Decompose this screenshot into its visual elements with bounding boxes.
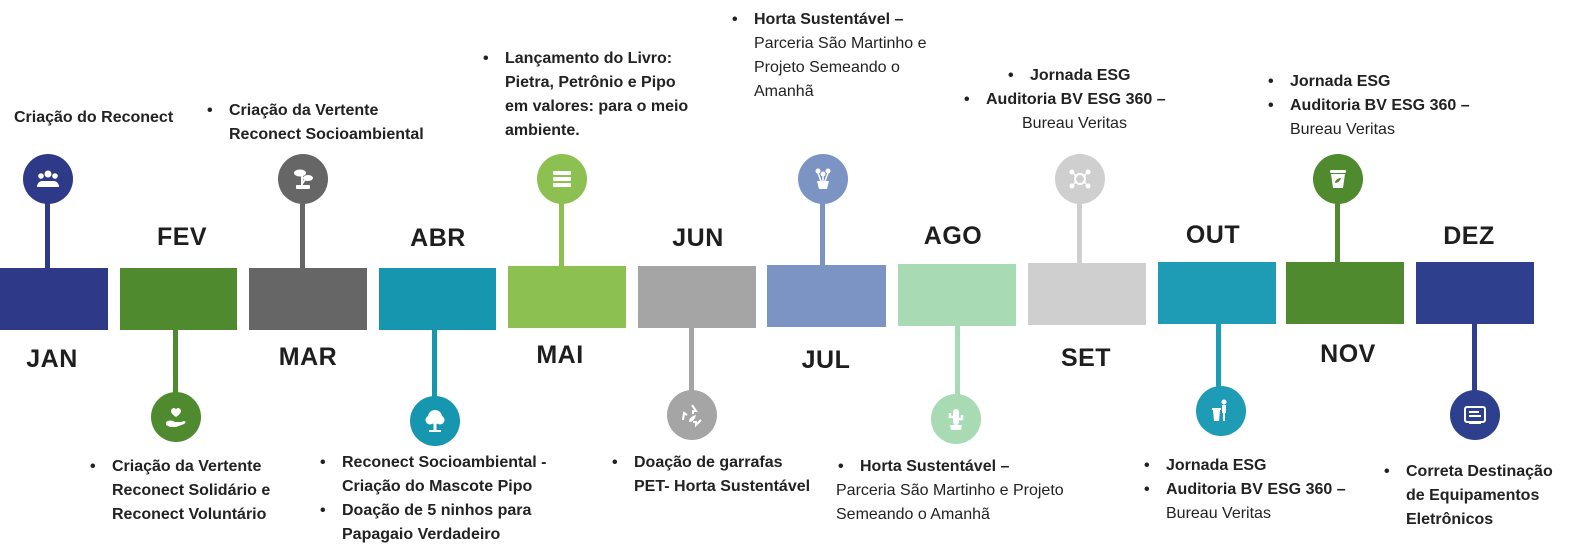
note-set-item-1: Jornada ESG (1006, 64, 1192, 88)
note-set-item-1-text: Jornada ESG (1030, 67, 1131, 84)
note-mar-item: Criação da Vertente Reconect Socioambien… (205, 99, 445, 147)
stem-ago (955, 326, 960, 398)
month-label-mar: MAR (278, 343, 338, 371)
stem-mar (300, 200, 305, 268)
note-abr: Reconect Socioambiental - Criação do Mas… (318, 451, 588, 547)
note-jul-item: Horta Sustentável – Parceria São Martinho… (730, 8, 960, 104)
band-jan (0, 268, 108, 330)
month-label-jun: JUN (672, 224, 724, 252)
note-nov-item-2-sub: Bureau Veritas (1290, 121, 1395, 138)
stem-dez (1472, 324, 1477, 394)
band-set (1028, 263, 1146, 325)
note-nov-item-2-text: Auditoria BV ESG 360 – (1290, 97, 1470, 114)
note-ago-item: Horta Sustentável – Parceria São Martinho… (836, 455, 1111, 527)
note-jun-line2-bold: Horta Sustentável (674, 478, 811, 495)
stem-fev (173, 330, 178, 400)
stem-jan (45, 200, 50, 268)
stem-jul (820, 200, 825, 265)
month-label-set: SET (1060, 344, 1112, 372)
band-ago (898, 264, 1016, 326)
note-out: Jornada ESG Auditoria BV ESG 360 – Bureau… (1142, 454, 1382, 526)
note-jul: Horta Sustentável – Parceria São Martinho… (730, 8, 960, 104)
note-set: Jornada ESG Auditoria BV ESG 360 – Bureau… (962, 64, 1192, 136)
note-jul-rest: Parceria São Martinho e Projeto Semeando… (754, 35, 927, 100)
note-mar: Criação da Vertente Reconect Socioambien… (205, 99, 445, 147)
note-nov-item-1: Jornada ESG (1266, 70, 1496, 94)
note-dez-item: Correta Destinação de Equipamentos Eletr… (1382, 460, 1572, 532)
network-icon (1055, 154, 1105, 204)
note-nov-item-2: Auditoria BV ESG 360 – Bureau Veritas (1266, 94, 1496, 142)
stem-out (1216, 324, 1221, 392)
stem-jun (689, 328, 694, 396)
month-label-fev: FEV (156, 223, 208, 251)
band-dez (1416, 262, 1534, 324)
note-mai-item: Lançamento do Livro: Pietra, Petrônio e … (481, 47, 691, 143)
note-jul-bold: Horta Sustentável – (754, 11, 904, 28)
band-nov (1286, 262, 1404, 324)
note-dez: Correta Destinação de Equipamentos Eletr… (1382, 460, 1572, 532)
note-fev-item: Criação da Vertente Reconect Solidário e… (88, 455, 293, 527)
note-fev: Criação da Vertente Reconect Solidário e… (88, 455, 293, 527)
stem-set (1077, 200, 1082, 263)
band-abr (379, 268, 496, 330)
person-trash-icon (1196, 386, 1246, 436)
stem-mai (559, 200, 564, 266)
note-set-item-2-sub: Bureau Veritas (1022, 115, 1127, 132)
bonsai-tree-icon (278, 154, 328, 204)
tree-icon (410, 396, 460, 446)
band-jun (638, 266, 756, 328)
month-label-out: OUT (1185, 221, 1241, 249)
note-set-item-2: Auditoria BV ESG 360 – Bureau Veritas (962, 88, 1192, 136)
flower-pot-icon (798, 154, 848, 204)
note-jan-text: Criação do Reconect (14, 109, 174, 126)
month-label-ago: AGO (923, 222, 983, 250)
band-mai (508, 266, 626, 328)
band-fev (120, 268, 237, 330)
note-ago: Horta Sustentável – Parceria São Martinho… (836, 455, 1111, 527)
people-group-icon (23, 154, 73, 204)
note-nov: Jornada ESG Auditoria BV ESG 360 – Bureau… (1266, 70, 1496, 142)
note-ago-rest: Parceria São Martinho e Projeto Semeando… (836, 482, 1064, 523)
cactus-icon (931, 394, 981, 444)
month-label-jan: JAN (26, 345, 78, 373)
month-label-mai: MAI (536, 341, 584, 369)
stem-abr (432, 330, 437, 402)
note-out-item-1: Jornada ESG (1142, 454, 1382, 478)
note-ago-bold: Horta Sustentável – (860, 458, 1010, 475)
note-jan: Criação do Reconect (14, 106, 214, 130)
note-out-item-1-text: Jornada ESG (1166, 457, 1267, 474)
month-label-nov: NOV (1320, 340, 1376, 368)
book-stack-icon (537, 154, 587, 204)
note-out-item-2: Auditoria BV ESG 360 – Bureau Veritas (1142, 478, 1382, 526)
stem-nov (1335, 200, 1340, 262)
month-label-dez: DEZ (1443, 222, 1495, 250)
note-abr-item-1: Reconect Socioambiental - Criação do Mas… (318, 451, 588, 499)
hand-heart-icon (151, 392, 201, 442)
note-out-item-2-text: Auditoria BV ESG 360 – (1166, 481, 1346, 498)
band-jul (767, 265, 886, 327)
month-label-jul: JUL (801, 346, 851, 374)
month-label-abr: ABR (410, 224, 466, 252)
note-nov-item-1-text: Jornada ESG (1290, 73, 1391, 90)
note-mai: Lançamento do Livro: Pietra, Petrônio e … (481, 47, 691, 143)
electronic-device-icon (1450, 390, 1500, 440)
compost-bin-icon (1313, 154, 1363, 204)
note-set-item-2-text: Auditoria BV ESG 360 – (986, 91, 1166, 108)
note-jun-line2-plain: PET- (634, 478, 675, 495)
note-abr-item-2: Doação de 5 ninhos para Papagaio Verdade… (318, 499, 588, 547)
band-mar (249, 268, 367, 330)
band-out (1158, 262, 1276, 324)
note-out-item-2-sub: Bureau Veritas (1166, 505, 1271, 522)
note-jun-line1: Doação de garrafas (634, 454, 783, 471)
recycle-leaf-icon (667, 390, 717, 440)
